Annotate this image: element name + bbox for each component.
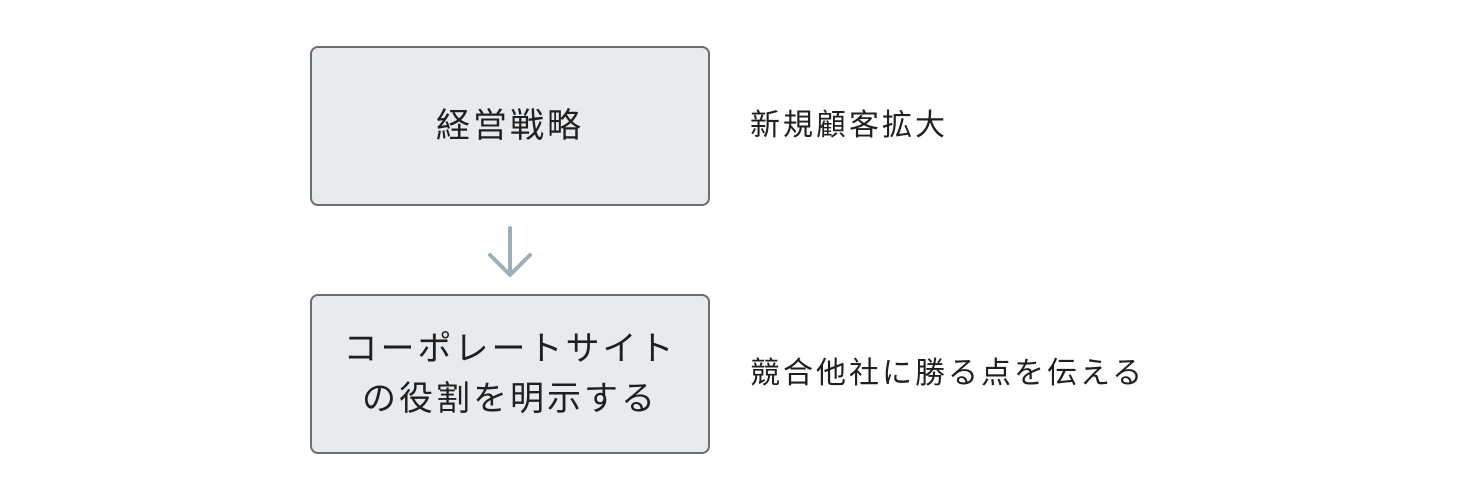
- side-label-new-customers: 新規顧客拡大: [750, 108, 948, 143]
- box-management-strategy: 経営戦略: [310, 46, 710, 206]
- box-management-strategy-label: 経営戦略: [436, 106, 584, 146]
- side-label-competitive-advantage: 競合他社に勝る点を伝える: [750, 356, 1146, 391]
- arrow-down-icon: [488, 226, 532, 277]
- box-corporate-site-role: コーポレートサイト の役割を明示する: [310, 294, 710, 454]
- box-corporate-site-role-label: コーポレートサイト の役割を明示する: [343, 329, 677, 419]
